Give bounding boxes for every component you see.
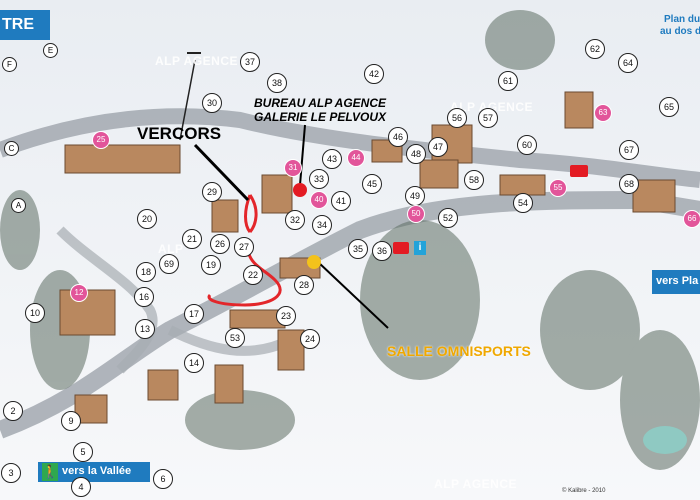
marker-43[interactable]: 43 [322, 149, 342, 169]
marker-3[interactable]: 3 [1, 463, 21, 483]
marker-13[interactable]: 13 [135, 319, 155, 339]
marker-36[interactable]: 36 [372, 241, 392, 261]
marker-5[interactable]: 5 [73, 442, 93, 462]
marker-20[interactable]: 20 [137, 209, 157, 229]
letter-marker-f[interactable]: F [2, 57, 17, 72]
marker-24[interactable]: 24 [300, 329, 320, 349]
copyright-label: © Kalibre - 2010 [562, 488, 606, 494]
marker-68[interactable]: 68 [619, 174, 639, 194]
marker-9[interactable]: 9 [61, 411, 81, 431]
road [0, 108, 700, 188]
vers-la-vallee-label[interactable]: vers la Vallée [62, 465, 132, 477]
parking-icon [570, 165, 588, 177]
marker-64[interactable]: 64 [618, 53, 638, 73]
letter-marker-e[interactable]: E [43, 43, 58, 58]
pink-marker-66[interactable]: 66 [683, 210, 700, 228]
watermark-alp: ALP [158, 242, 184, 256]
pink-marker-31[interactable]: 31 [284, 159, 302, 177]
marker-41[interactable]: 41 [331, 191, 351, 211]
marker-27[interactable]: 27 [234, 237, 254, 257]
marker-53[interactable]: 53 [225, 328, 245, 348]
marker-35[interactable]: 35 [348, 239, 368, 259]
letter-marker-a[interactable]: A [11, 198, 26, 213]
marker-42[interactable]: 42 [364, 64, 384, 84]
marker-32[interactable]: 32 [285, 210, 305, 230]
marker-67[interactable]: 67 [619, 140, 639, 160]
pink-marker-55[interactable]: 55 [549, 179, 567, 197]
marker-48[interactable]: 48 [406, 144, 426, 164]
marker-34[interactable]: 34 [312, 215, 332, 235]
marker-26[interactable]: 26 [210, 234, 230, 254]
header-tab-label: TRE [2, 16, 34, 33]
vercors-label: VERCORS [137, 124, 222, 143]
marker-47[interactable]: 47 [428, 137, 448, 157]
hiker-icon: 🚶 [42, 463, 59, 481]
marker-58[interactable]: 58 [464, 170, 484, 190]
salle-yellow-dot [307, 255, 321, 269]
marker-14[interactable]: 14 [184, 353, 204, 373]
vers-plan-label[interactable]: vers Pla [656, 275, 699, 287]
lift-cable [179, 59, 196, 141]
marker-17[interactable]: 17 [184, 304, 204, 324]
marker-2[interactable]: 2 [3, 401, 23, 421]
pointer-line-vercors [193, 143, 250, 202]
marker-54[interactable]: 54 [513, 193, 533, 213]
marker-21[interactable]: 21 [182, 229, 202, 249]
marker-33[interactable]: 33 [309, 169, 329, 189]
letter-marker-c[interactable]: C [4, 141, 19, 156]
marker-69[interactable]: 69 [159, 254, 179, 274]
pointer-line-bureau [299, 124, 306, 186]
lift-icon [187, 52, 201, 64]
salle-omnisports-label: SALLE OMNISPORTS [387, 343, 531, 359]
info-icon: i [414, 241, 426, 255]
marker-60[interactable]: 60 [517, 135, 537, 155]
road [167, 325, 293, 356]
lake [643, 426, 687, 454]
marker-56[interactable]: 56 [447, 108, 467, 128]
marker-38[interactable]: 38 [267, 73, 287, 93]
marker-45[interactable]: 45 [362, 174, 382, 194]
pink-marker-63[interactable]: 63 [594, 104, 612, 122]
marker-49[interactable]: 49 [405, 186, 425, 206]
pink-marker-44[interactable]: 44 [347, 149, 365, 167]
marker-18[interactable]: 18 [136, 262, 156, 282]
bureau-label-line-1: BUREAU ALP AGENCE [254, 96, 387, 110]
bureau-red-dot [293, 183, 307, 197]
marker-19[interactable]: 19 [201, 255, 221, 275]
bureau-label-line-2: GALERIE LE PELVOUX [254, 110, 387, 124]
marker-30[interactable]: 30 [202, 93, 222, 113]
marker-61[interactable]: 61 [498, 71, 518, 91]
plan-line-2: au dos d [660, 26, 700, 37]
watermark-alp-agence: ALP AGENCE [434, 477, 518, 491]
marker-52[interactable]: 52 [438, 208, 458, 228]
marker-29[interactable]: 29 [202, 182, 222, 202]
marker-22[interactable]: 22 [243, 265, 263, 285]
marker-37[interactable]: 37 [240, 52, 260, 72]
pink-marker-12[interactable]: 12 [70, 284, 88, 302]
pink-marker-25[interactable]: 25 [92, 131, 110, 149]
marker-65[interactable]: 65 [659, 97, 679, 117]
marker-23[interactable]: 23 [276, 306, 296, 326]
pink-marker-50[interactable]: 50 [407, 205, 425, 223]
watermark-alp-agence: ALP AGENCE [450, 100, 534, 114]
plan-line-1: Plan du [664, 14, 700, 25]
pointer-line-salle [317, 261, 389, 329]
marker-57[interactable]: 57 [478, 108, 498, 128]
marker-62[interactable]: 62 [585, 39, 605, 59]
marker-28[interactable]: 28 [294, 275, 314, 295]
marker-6[interactable]: 6 [153, 469, 173, 489]
marker-10[interactable]: 10 [25, 303, 45, 323]
marker-46[interactable]: 46 [388, 127, 408, 147]
marker-16[interactable]: 16 [134, 287, 154, 307]
pink-marker-40[interactable]: 40 [310, 191, 328, 209]
marker-4[interactable]: 4 [71, 477, 91, 497]
parking-icon [393, 242, 409, 254]
watermark-alp-agence: ALP AGENCE [155, 54, 239, 68]
